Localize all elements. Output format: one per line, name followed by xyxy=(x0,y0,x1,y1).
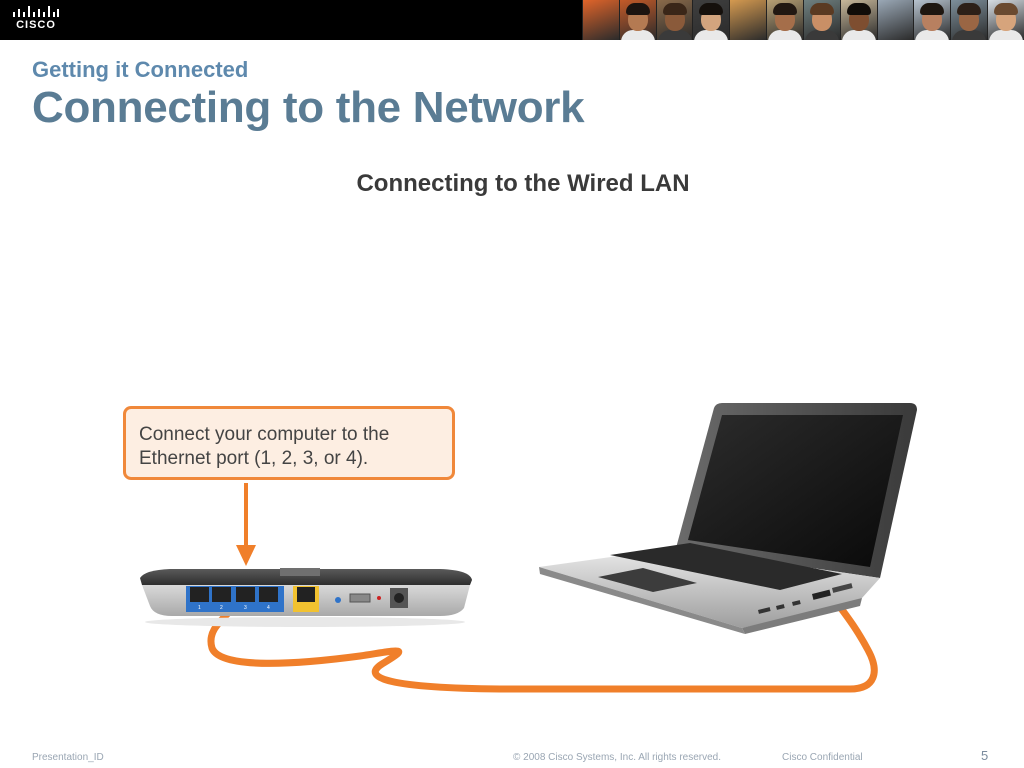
footer-presentation-id: Presentation_ID xyxy=(32,752,104,763)
footer-confidential: Cisco Confidential xyxy=(782,752,863,763)
callout-text: Connect your computer to the Ethernet po… xyxy=(139,424,390,469)
port-label-4: 4 xyxy=(267,605,270,611)
callout-arrow xyxy=(236,483,256,566)
router-icon xyxy=(140,568,472,627)
ethernet-cable xyxy=(207,586,878,693)
banner-photo xyxy=(582,0,619,40)
port-label-2: 2 xyxy=(220,605,223,611)
figure-title: Connecting to the Wired LAN xyxy=(356,170,690,197)
port-label-1: 1 xyxy=(198,605,201,611)
banner-photo xyxy=(913,0,951,40)
footer-copyright: © 2008 Cisco Systems, Inc. All rights re… xyxy=(513,752,722,763)
banner-photo xyxy=(729,0,767,40)
banner-photo xyxy=(876,0,914,40)
instruction-callout: Connect your computer to the Ethernet po… xyxy=(123,406,455,480)
banner-photo-strip xyxy=(582,0,1024,40)
ethernet-port-4 xyxy=(259,587,278,602)
slide-subtitle: Getting it Connected xyxy=(32,57,249,82)
ethernet-port-2 xyxy=(212,587,231,602)
cisco-logo-icon xyxy=(13,6,59,17)
router-port-labels: 1 2 3 4 xyxy=(198,605,270,611)
port-label-3: 3 xyxy=(244,605,247,611)
banner-photo xyxy=(692,0,730,40)
ethernet-port-1 xyxy=(190,587,209,602)
internet-port xyxy=(297,587,315,602)
banner-photo xyxy=(766,0,803,40)
banner-photo xyxy=(655,0,693,40)
header-banner: CISCO xyxy=(0,0,1024,40)
cisco-logo: CISCO xyxy=(10,6,62,34)
page-number: 5 xyxy=(981,748,989,763)
banner-photo xyxy=(839,0,877,40)
cisco-logo-text: CISCO xyxy=(16,19,56,31)
banner-photo xyxy=(802,0,840,40)
laptop-icon xyxy=(539,403,917,634)
banner-photo xyxy=(618,0,656,40)
slide-title: Connecting to the Network xyxy=(32,83,585,132)
banner-photo xyxy=(950,0,988,40)
ethernet-port-3 xyxy=(236,587,255,602)
banner-photo xyxy=(987,0,1024,40)
